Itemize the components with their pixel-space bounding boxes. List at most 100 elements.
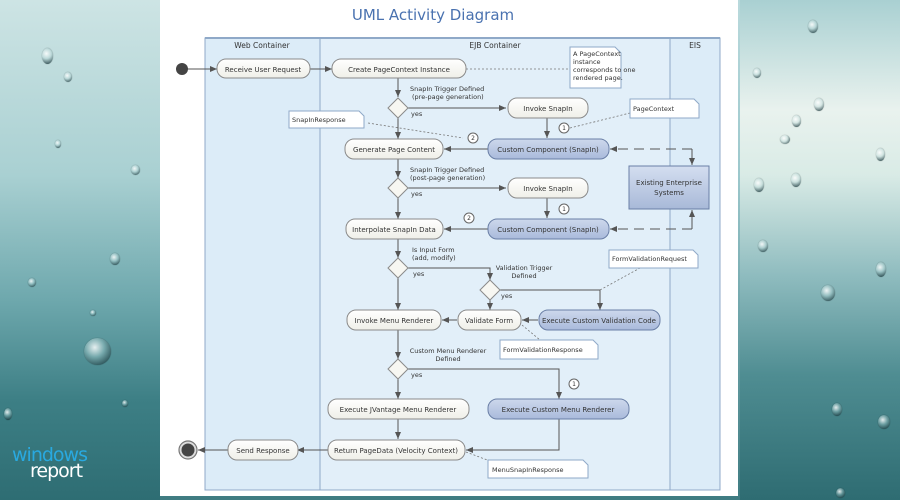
water-drop: [42, 48, 53, 64]
water-drop: [90, 310, 96, 316]
lane-web-container: [204, 37, 321, 491]
note-snapin-response: SnapInResponse: [288, 110, 365, 129]
node-label: Invoke Menu Renderer: [355, 317, 434, 325]
water-drop: [55, 140, 61, 148]
water-drop: [122, 400, 128, 407]
yes-label: yes: [413, 270, 425, 278]
lane-label-web: Web Container: [234, 41, 290, 50]
note-pagecontext: PageContext: [629, 98, 700, 119]
water-drop: [758, 240, 768, 252]
node-label: Create PageContext Instance: [348, 66, 450, 74]
water-drop: [876, 148, 885, 161]
svg-text:PageContext: PageContext: [633, 105, 675, 113]
node-label: Interpolate SnapIn Data: [352, 226, 436, 234]
node-label: Execute JVantage Menu Renderer: [340, 406, 457, 414]
water-drop: [836, 488, 845, 498]
initial-node: [176, 63, 188, 75]
marker-2-top: 2: [467, 132, 479, 144]
node-custom-component-1[interactable]: Custom Component (SnapIn): [487, 138, 610, 160]
node-validate-form[interactable]: Validate Form: [457, 309, 522, 331]
svg-text:FormValidationRequest: FormValidationRequest: [612, 255, 687, 263]
water-drop: [821, 285, 835, 301]
guard-label: Defined: [435, 355, 460, 363]
decision-validation-trigger: [479, 279, 501, 301]
note-pagecontext-instance: A PageContext instance corresponds to on…: [569, 46, 636, 89]
yes-label: yes: [411, 371, 423, 379]
note-form-validation-response: FormValidationResponse: [499, 339, 599, 360]
yes-label: yes: [411, 110, 423, 118]
node-label: Return PageData (Velocity Context): [334, 447, 458, 455]
node-label: Send Response: [236, 447, 289, 455]
decision-pre-page: [387, 97, 409, 119]
water-drop: [28, 278, 36, 287]
final-node: [178, 440, 198, 460]
logo-line-2: report: [30, 460, 83, 482]
lane-label-eis: EIS: [689, 41, 701, 50]
node-label: Invoke SnapIn: [523, 185, 572, 193]
guard-label: (post-page generation): [410, 174, 485, 182]
decision-labels: SnapIn Trigger Defined (pre-page generat…: [410, 85, 553, 379]
diagram-title: UML Activity Diagram: [352, 6, 514, 24]
guard-label: Defined: [511, 272, 536, 280]
guard-label: SnapIn Trigger Defined: [410, 85, 484, 93]
water-drop: [791, 173, 801, 187]
svg-text:1: 1: [562, 206, 566, 213]
node-execute-custom-menu[interactable]: Execute Custom Menu Renderer: [487, 398, 630, 420]
note-connector: [367, 122, 464, 139]
notes: A PageContext instance corresponds to on…: [288, 46, 700, 479]
marker-1-top: 1: [558, 122, 570, 134]
yes-label: yes: [411, 190, 423, 198]
svg-text:A PageContext: A PageContext: [573, 50, 621, 58]
edge: [466, 419, 560, 453]
note-connector: [465, 451, 491, 462]
water-drop: [131, 165, 140, 175]
node-label: Invoke SnapIn: [523, 105, 572, 113]
node-execute-jvantage-menu[interactable]: Execute JVantage Menu Renderer: [327, 398, 470, 420]
uml-activity-diagram: UML Activity Diagram Web Container EJB C…: [176, 6, 721, 491]
action-nodes: Receive User Request Create PageContext …: [216, 58, 710, 461]
decision-nodes: [387, 97, 501, 380]
guard-label: SnapIn Trigger Defined: [410, 166, 484, 174]
yes-label: yes: [501, 292, 513, 300]
lane-label-ejb: EJB Container: [469, 41, 521, 50]
background-left: [0, 0, 160, 500]
windows-report-logo: windows report: [12, 446, 112, 486]
node-custom-component-2[interactable]: Custom Component (SnapIn): [487, 218, 610, 240]
node-send-response[interactable]: Send Response: [227, 439, 299, 461]
eis-dashed-edges: [610, 146, 692, 232]
svg-text:corresponds to one: corresponds to one: [573, 66, 636, 74]
svg-text:2: 2: [467, 215, 471, 222]
water-drop: [832, 403, 842, 416]
node-generate-page-content[interactable]: Generate Page Content: [344, 138, 444, 160]
node-label: Existing Enterprise: [636, 179, 702, 187]
water-drop: [84, 338, 111, 365]
svg-text:MenuSnapInResponse: MenuSnapInResponse: [492, 466, 563, 474]
water-drop: [792, 115, 801, 127]
diagram-paper: UML Activity Diagram Web Container EJB C…: [160, 0, 738, 496]
water-drop: [876, 262, 886, 277]
node-label: Generate Page Content: [353, 146, 435, 154]
node-invoke-snapin-1[interactable]: Invoke SnapIn: [507, 97, 589, 119]
node-invoke-snapin-2[interactable]: Invoke SnapIn: [507, 177, 589, 199]
logo-line-1: windows: [12, 444, 88, 466]
marker-1-mid: 1: [558, 203, 570, 215]
node-label: Execute Custom Validation Code: [542, 317, 656, 325]
water-drop: [64, 72, 72, 82]
water-drop: [753, 68, 761, 78]
edge: [408, 368, 562, 399]
node-receive-user-request[interactable]: Receive User Request: [216, 58, 311, 79]
svg-text:rendered page.: rendered page.: [573, 74, 623, 82]
node-execute-custom-validation[interactable]: Execute Custom Validation Code: [538, 309, 661, 331]
guard-label: (add, modify): [412, 254, 456, 262]
guard-label: Is Input Form: [412, 246, 455, 254]
node-existing-enterprise-systems[interactable]: Existing Enterprise Systems: [628, 165, 710, 210]
svg-text:1: 1: [562, 125, 566, 132]
node-create-pagecontext[interactable]: Create PageContext Instance: [331, 58, 467, 79]
node-invoke-menu-renderer[interactable]: Invoke Menu Renderer: [346, 309, 442, 331]
node-label: Validate Form: [465, 317, 513, 325]
node-return-pagedata[interactable]: Return PageData (Velocity Context): [327, 439, 466, 461]
note-menu-snapin-response: MenuSnapInResponse: [487, 459, 589, 479]
node-interpolate-snapin-data[interactable]: Interpolate SnapIn Data: [345, 218, 444, 240]
water-drop: [754, 178, 764, 192]
decision-custom-menu: [387, 358, 409, 380]
